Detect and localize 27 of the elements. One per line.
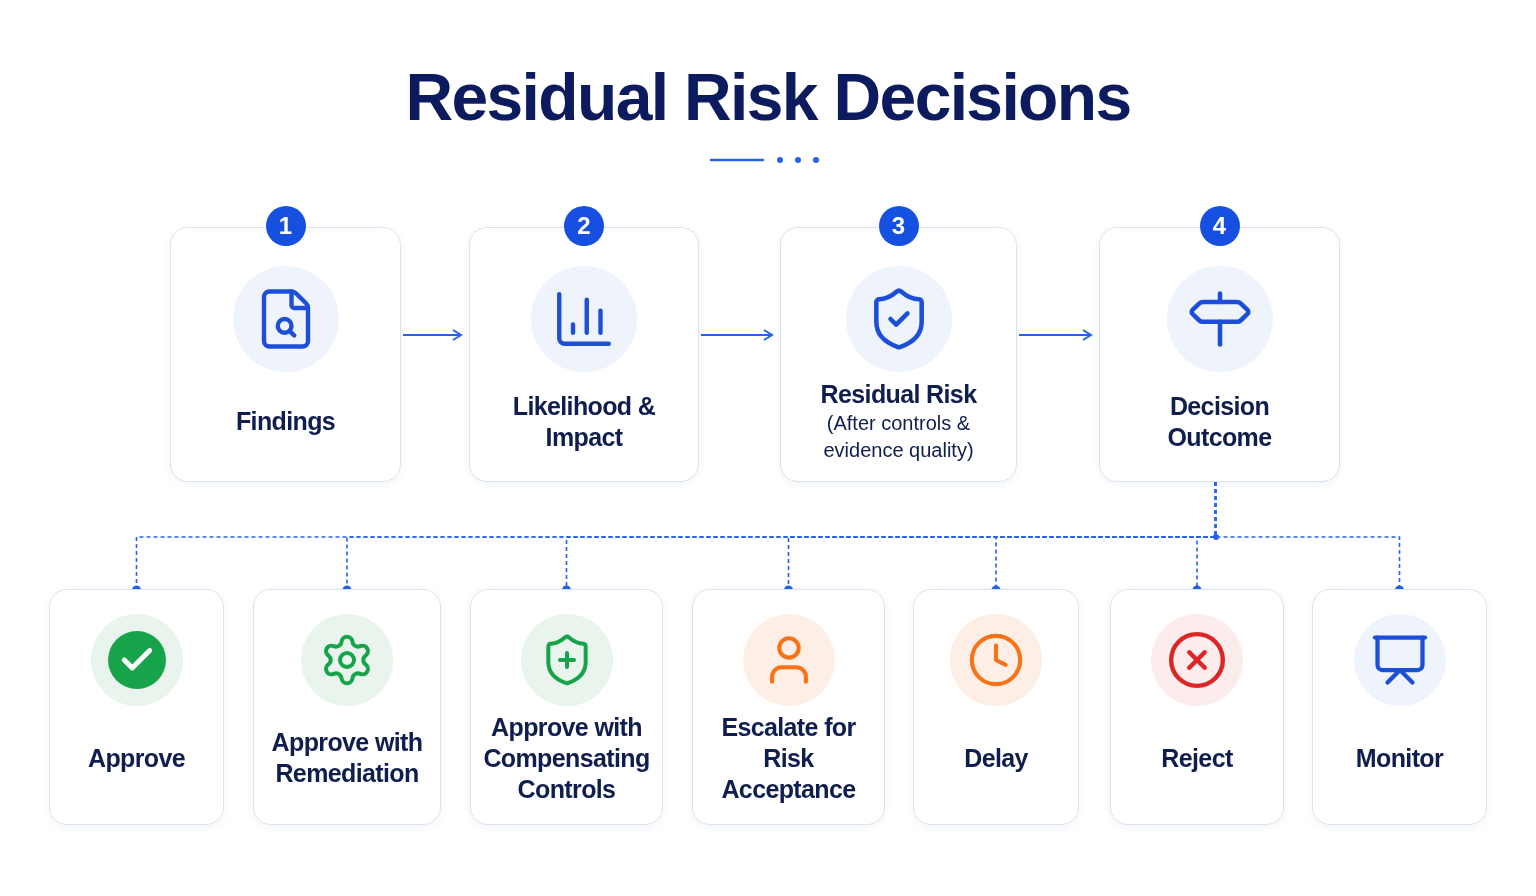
outcome-card	[692, 589, 885, 825]
step-number-badge: 1	[265, 206, 306, 246]
outcome-card	[253, 589, 441, 825]
card-title: Reject	[1161, 742, 1233, 774]
step-number-badge: 4	[1199, 206, 1240, 246]
arrow	[1018, 329, 1092, 341]
arrow	[700, 329, 773, 341]
card-title: Likelihood & Impact	[511, 390, 657, 453]
outcome-card	[49, 589, 224, 825]
outcome-card	[913, 589, 1079, 825]
card-title: Delay	[964, 742, 1028, 774]
card-subtitle: (After controls & evidence quality)	[822, 411, 975, 463]
outcome-card	[1312, 589, 1487, 825]
step-number-badge: 3	[878, 206, 919, 246]
title: Residual Risk Decisions	[405, 59, 1131, 136]
outcome-card	[470, 589, 663, 825]
card-title: Decision Outcome	[1166, 390, 1273, 453]
card-title: Residual Risk	[820, 379, 977, 410]
card-title: Escalate for Risk Acceptance	[720, 711, 857, 805]
outcome-card	[1110, 589, 1284, 825]
card-title: Findings	[235, 406, 336, 437]
arrow	[402, 329, 462, 341]
card-title: Approve	[88, 742, 185, 774]
card-title: Approve with Remediation	[270, 727, 424, 789]
step-number-badge: 2	[564, 206, 604, 246]
card-title: Approve with Compensating Controls	[482, 711, 651, 805]
card-title: Monitor	[1355, 742, 1444, 774]
